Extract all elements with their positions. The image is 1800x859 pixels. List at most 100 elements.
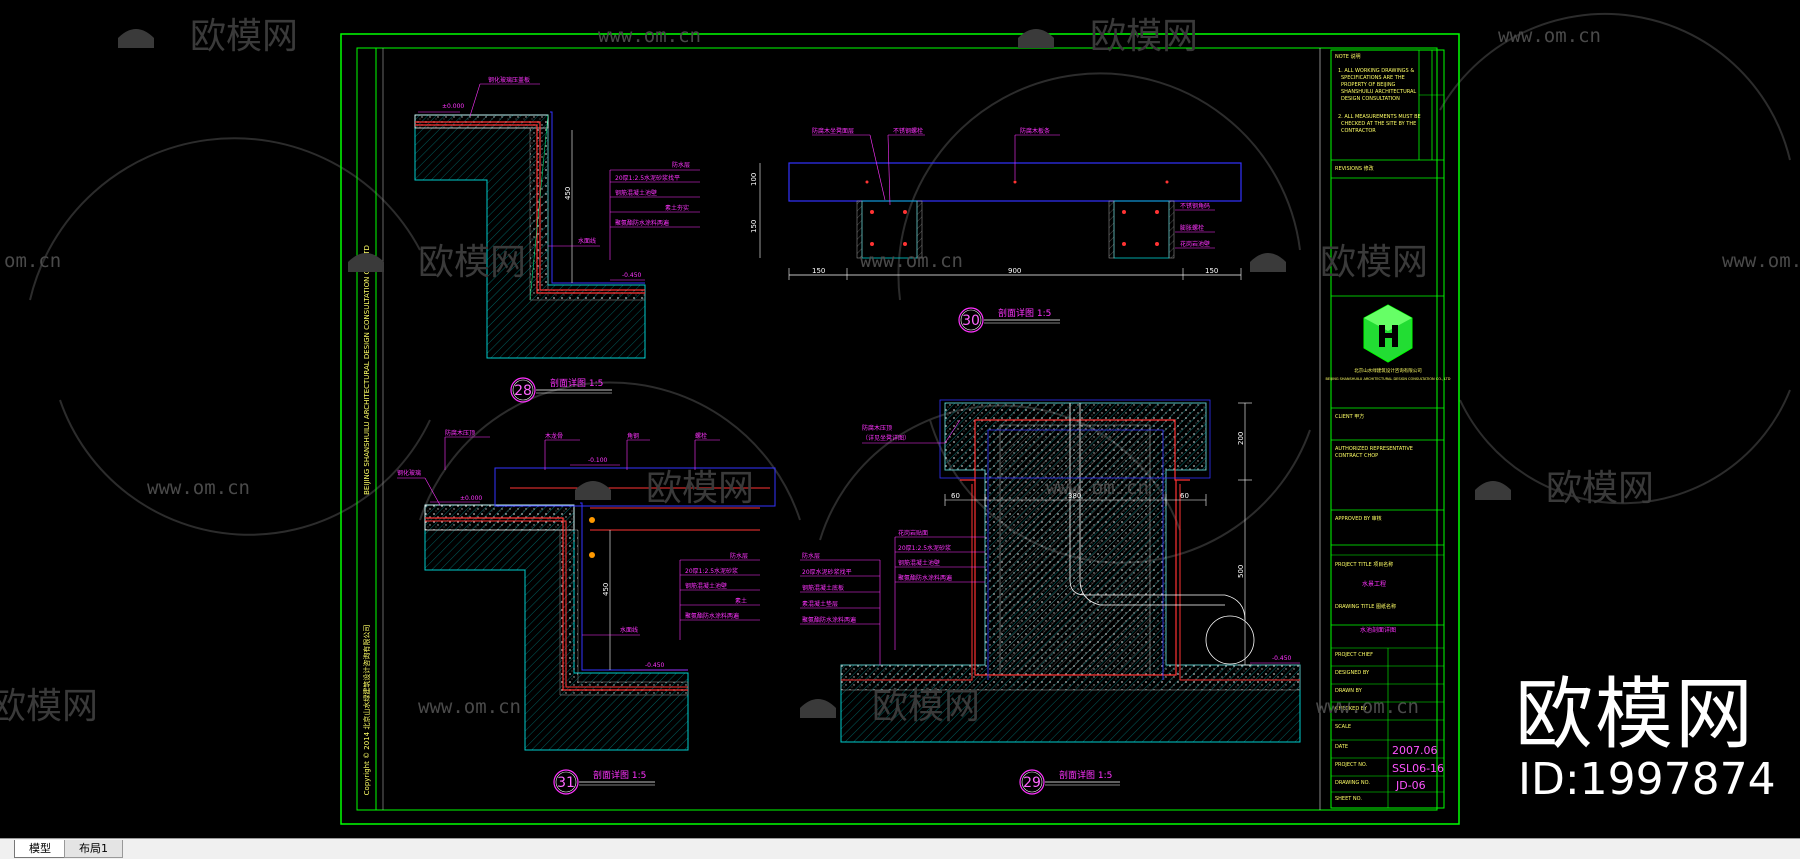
svg-text:150: 150 [812, 267, 825, 275]
svg-text:水景工程: 水景工程 [1362, 580, 1386, 588]
svg-text:DRAWING NO.: DRAWING NO. [1335, 780, 1370, 786]
svg-text:100: 100 [750, 173, 758, 186]
copyright-text: Copyright © 2014 北京山水绿建筑设计咨询有限公司 [362, 625, 371, 796]
tab-model[interactable]: 模型 [14, 840, 66, 858]
svg-text:防腐木板条: 防腐木板条 [1020, 127, 1050, 135]
svg-text:DRAWING TITLE 图纸名称: DRAWING TITLE 图纸名称 [1335, 603, 1396, 610]
watermark-brand-6: 欧模网 [1475, 468, 1654, 509]
svg-text:欧模网: 欧模网 [1320, 242, 1428, 283]
svg-text:20厚1:2.5水泥砂浆: 20厚1:2.5水泥砂浆 [685, 567, 738, 575]
svg-text:APPROVED BY 审核: APPROVED BY 审核 [1335, 515, 1382, 522]
svg-text:CLIENT 甲方: CLIENT 甲方 [1335, 413, 1364, 420]
svg-text:膨胀螺栓: 膨胀螺栓 [1180, 224, 1204, 232]
title-block: NOTE 说明 1. ALL WORKING DRAWINGS & SPECIF… [1326, 49, 1451, 809]
svg-text:900: 900 [1008, 267, 1021, 275]
svg-text:CONTRACTOR: CONTRACTOR [1341, 128, 1376, 134]
inner-sheet-frame [356, 47, 1438, 811]
watermark-url-8: www.om.cn [418, 696, 521, 718]
drawing-number: JD-06 [1395, 779, 1426, 792]
svg-text:钢化玻璃压盖板: 钢化玻璃压盖板 [488, 76, 530, 84]
detail-30-title: 剖面详图 1:5 [998, 307, 1051, 319]
svg-text:60: 60 [951, 492, 960, 500]
detail-31-title: 剖面详图 1:5 [593, 769, 646, 781]
watermark-brand-2: 欧模网 [1018, 16, 1198, 57]
svg-text:-0.450: -0.450 [1272, 655, 1292, 662]
detail-28-tag: 28 剖面详图 1:5 [510, 377, 612, 403]
svg-text:±0.000: ±0.000 [442, 103, 464, 110]
watermark-url-3: om.cn [4, 250, 61, 272]
overlay-brand-text: 欧模网 [1515, 670, 1756, 760]
cad-drawing-canvas[interactable]: BEIJING SHANSHUILU ARCHITECTURAL DESIGN … [0, 0, 1800, 838]
detail-30: 150 900 150 100 150 防腐木坐凳面层 不锈钢螺栓 防腐木板条 … [750, 127, 1242, 280]
svg-text:PROPERTY OF BEIJING: PROPERTY OF BEIJING [1341, 82, 1396, 88]
watermark-url-2: www.om.cn [1498, 25, 1601, 47]
svg-text:CONTRACT CHOP: CONTRACT CHOP [1335, 453, 1378, 459]
watermark-url-4: www.om.cn [860, 250, 963, 272]
svg-text:钢筋混凝土池壁: 钢筋混凝土池壁 [898, 559, 940, 567]
tab-layout1[interactable]: 布局1 [64, 840, 123, 858]
svg-text:素土夯实: 素土夯实 [665, 204, 689, 212]
watermark-url-6: www.om.cn [147, 477, 250, 499]
svg-text:150: 150 [1205, 267, 1218, 275]
svg-text:SHEET NO.: SHEET NO. [1335, 796, 1362, 802]
svg-text:（详见坐凳详图）: （详见坐凳详图） [862, 434, 910, 442]
svg-text:钢筋混凝土池壁: 钢筋混凝土池壁 [685, 582, 727, 590]
svg-text:欧模网: 欧模网 [646, 468, 754, 509]
svg-text:DESIGNED BY: DESIGNED BY [1335, 670, 1370, 676]
svg-text:-0.450: -0.450 [645, 662, 665, 669]
svg-text:PROJECT TITLE 项目名称: PROJECT TITLE 项目名称 [1335, 561, 1393, 568]
vertical-company-text: BEIJING SHANSHUILU ARCHITECTURAL DESIGN … [363, 245, 371, 495]
svg-text:450: 450 [602, 583, 610, 596]
svg-text:素混凝土垫层: 素混凝土垫层 [802, 600, 838, 608]
svg-text:不锈钢角码: 不锈钢角码 [1180, 202, 1210, 210]
svg-text:防水层: 防水层 [730, 552, 748, 560]
svg-text:水面线: 水面线 [578, 237, 596, 245]
svg-text:木龙骨: 木龙骨 [545, 432, 563, 440]
svg-text:SPECIFICATIONS ARE THE: SPECIFICATIONS ARE THE [1341, 75, 1405, 81]
cad-viewport[interactable]: BEIJING SHANSHUILU ARCHITECTURAL DESIGN … [0, 0, 1800, 838]
svg-text:不锈钢螺栓: 不锈钢螺栓 [893, 127, 923, 135]
svg-text:PROJECT CHIEF: PROJECT CHIEF [1335, 652, 1373, 658]
watermark-url-1: www.om.cn [598, 25, 701, 47]
svg-text:防腐木压顶: 防腐木压顶 [445, 429, 475, 437]
project-number: SSL06-16 [1392, 762, 1444, 775]
svg-text:SCALE: SCALE [1335, 724, 1351, 730]
watermark-url-5: www.om.cn [1722, 250, 1800, 272]
svg-text:钢化玻璃: 钢化玻璃 [397, 469, 421, 477]
notes-header: NOTE 说明 [1335, 53, 1360, 60]
drawing-date: 2007.06 [1392, 744, 1438, 757]
svg-text:聚氨酯防水涂料两遍: 聚氨酯防水涂料两遍 [898, 574, 952, 582]
svg-text:素土: 素土 [735, 597, 747, 605]
detail-28-title: 剖面详图 1:5 [550, 377, 603, 389]
svg-text:CHECKED AT THE SITE BY THE: CHECKED AT THE SITE BY THE [1341, 121, 1416, 127]
svg-text:1. ALL WORKING DRAWINGS &: 1. ALL WORKING DRAWINGS & [1338, 68, 1414, 74]
svg-text:防水层: 防水层 [672, 161, 690, 169]
watermark-url-7: www.om.cn [1046, 477, 1149, 499]
detail-28-number: 28 [514, 383, 532, 399]
svg-text:500: 500 [1237, 565, 1245, 578]
svg-text:20厚1:2.5水泥砂浆: 20厚1:2.5水泥砂浆 [898, 544, 951, 552]
svg-text:欧模网: 欧模网 [190, 16, 298, 57]
watermark-brand-8: 欧模网 [800, 686, 980, 727]
watermark-brand-5: 欧模网 [575, 468, 754, 509]
watermark-url-9: www.om.cn [1316, 696, 1419, 718]
svg-text:SHANSHUILU ARCHITECTURAL: SHANSHUILU ARCHITECTURAL [1341, 89, 1416, 95]
detail-30-number: 30 [962, 313, 980, 329]
detail-31-number: 31 [557, 775, 575, 791]
detail-30-tag: 30 剖面详图 1:5 [958, 307, 1060, 333]
company-name: 北京山水绿建筑设计咨询有限公司 [1354, 367, 1422, 374]
svg-text:60: 60 [1180, 492, 1189, 500]
detail-29-number: 29 [1023, 775, 1041, 791]
company-logo [1363, 304, 1413, 363]
svg-text:20厚水泥砂浆找平: 20厚水泥砂浆找平 [802, 568, 852, 576]
svg-text:150: 150 [750, 220, 758, 233]
svg-text:花岗岩贴面: 花岗岩贴面 [898, 529, 928, 537]
svg-text:欧模网: 欧模网 [872, 686, 980, 727]
svg-text:角钢: 角钢 [627, 432, 639, 440]
svg-text:欧模网: 欧模网 [1090, 16, 1198, 57]
svg-text:花岗岩池壁: 花岗岩池壁 [1180, 240, 1210, 248]
svg-text:防腐木压顶: 防腐木压顶 [862, 424, 892, 432]
svg-text:钢筋混凝土底板: 钢筋混凝土底板 [802, 584, 844, 592]
svg-text:水面线: 水面线 [620, 626, 638, 634]
svg-text:螺栓: 螺栓 [695, 432, 707, 440]
